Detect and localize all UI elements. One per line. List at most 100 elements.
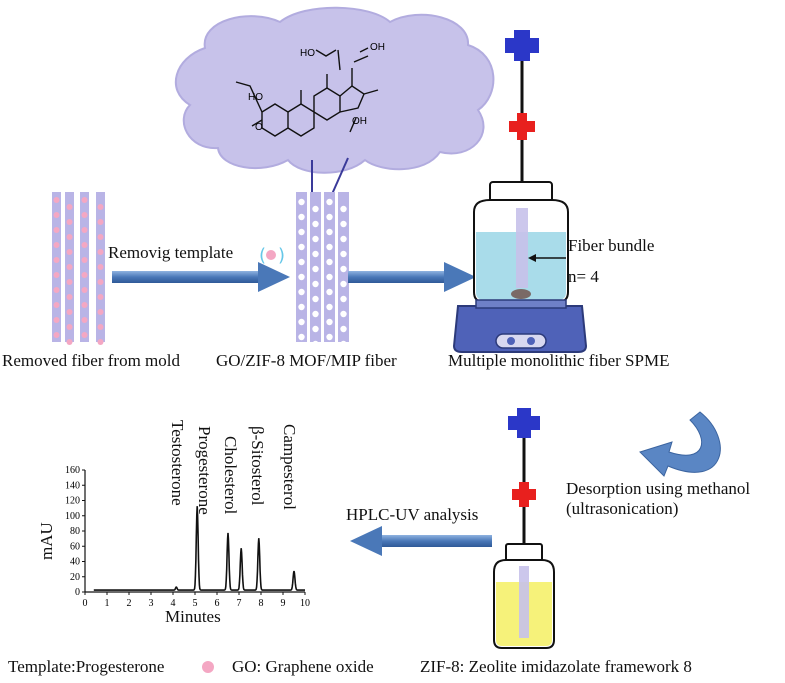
template-dot <box>53 257 60 263</box>
y-tick-label: 140 <box>65 480 80 491</box>
fiber-strand <box>296 192 307 342</box>
x-tick-label: 0 <box>83 598 88 609</box>
label-n-fibers: n= 4 <box>568 267 599 286</box>
cavity-dot <box>312 235 319 243</box>
y-tick-label: 80 <box>70 526 80 537</box>
x-tick-label: 2 <box>127 598 132 609</box>
cavity-dot <box>340 205 347 213</box>
cavity-dot <box>340 235 347 243</box>
x-tick-label: 5 <box>193 598 198 609</box>
x-tick-label: 6 <box>215 598 220 609</box>
label-desorption-1: Desorption using methanol <box>566 479 751 498</box>
template-dot <box>81 242 88 248</box>
label-desorption-2: (ultrasonication) <box>566 499 679 518</box>
y-tick-label: 20 <box>70 572 80 583</box>
fiber-group-with-template <box>52 192 105 345</box>
cavity-dot <box>312 220 319 228</box>
x-tick-label: 10 <box>300 598 310 609</box>
cavity-dot <box>326 213 333 221</box>
template-dot <box>81 287 88 293</box>
cavity-dot <box>326 288 333 296</box>
template-dot <box>97 219 104 225</box>
peak-label: Progesterone <box>195 426 214 515</box>
fiber-strand <box>324 192 335 342</box>
cavity-dot <box>298 273 305 281</box>
legend-go: GO: Graphene oxide <box>232 657 374 676</box>
spme-device <box>452 30 588 353</box>
cavity-dot <box>312 280 319 288</box>
template-dot <box>81 272 88 278</box>
fiber-strand <box>52 192 61 342</box>
fiber-strand <box>80 192 89 342</box>
template-dot <box>97 279 104 285</box>
molecule-group-oh-2: OH <box>352 116 367 127</box>
legend-template-dot-icon <box>202 661 214 673</box>
template-dot <box>66 249 73 255</box>
template-dot <box>66 234 73 240</box>
cavity-dot <box>326 318 333 326</box>
template-dot <box>97 234 104 240</box>
template-dot <box>66 279 73 285</box>
molecule-structure <box>235 47 379 137</box>
x-tick-label: 7 <box>237 598 242 609</box>
template-dot <box>97 324 104 330</box>
svg-text:(: ( <box>259 245 266 266</box>
molecule-group-oh-1: OH <box>370 42 385 53</box>
chart-xlabel: Minutes <box>165 607 221 626</box>
cavity-dot <box>326 258 333 266</box>
cavity-dot <box>326 333 333 341</box>
x-tick-label: 4 <box>171 598 176 609</box>
label-fiber-bundle: Fiber bundle <box>568 236 655 255</box>
y-tick-label: 0 <box>75 587 80 598</box>
molecule-group-ho-2: HO <box>248 92 263 103</box>
label-mof-fiber: GO/ZIF-8 MOF/MIP fiber <box>216 351 397 370</box>
cavity-dot <box>298 318 305 326</box>
cavity-dot <box>312 250 319 258</box>
cavity-dot <box>298 303 305 311</box>
x-tick-label: 9 <box>281 598 286 609</box>
template-dot-icon: ( ) <box>259 245 285 266</box>
cavity-dot <box>312 325 319 333</box>
cavity-dot <box>298 198 305 206</box>
arrow-hplc <box>350 526 492 556</box>
y-tick-label: 100 <box>65 511 80 522</box>
molecule-group-ho-1: HO <box>300 48 315 59</box>
template-dot <box>53 272 60 278</box>
cavity-dot <box>326 273 333 281</box>
template-dot <box>66 294 73 300</box>
template-dot <box>53 242 60 248</box>
template-dot <box>53 227 60 233</box>
template-dot <box>66 264 73 270</box>
y-tick-label: 120 <box>65 496 80 507</box>
cavity-dot <box>340 265 347 273</box>
desorption-device <box>493 408 555 649</box>
cavity-dot <box>312 295 319 303</box>
peak-label: Cholesterol <box>221 436 240 515</box>
x-tick-label: 1 <box>105 598 110 609</box>
arrow-to-spme <box>348 262 476 292</box>
template-dot <box>97 339 104 345</box>
cavity-dot <box>298 288 305 296</box>
label-spme: Multiple monolithic fiber SPME <box>448 351 670 370</box>
template-dot <box>66 324 73 330</box>
template-dot <box>81 227 88 233</box>
template-dot <box>97 309 104 315</box>
peak-label: Testosterone <box>168 420 187 506</box>
template-dot <box>97 264 104 270</box>
cavity-dot <box>298 333 305 341</box>
peak-label: β-Sitosterol <box>248 426 267 506</box>
cavity-dot <box>312 310 319 318</box>
legend-zif: ZIF-8: Zeolite imidazolate framework 8 <box>420 657 692 676</box>
label-removing-template: Removig template <box>108 243 234 262</box>
molecule-cloud: HO HO OH O OH <box>174 6 495 174</box>
template-dot <box>53 317 60 323</box>
cavity-dot <box>312 205 319 213</box>
cavity-dot <box>340 340 347 348</box>
template-dot <box>53 287 60 293</box>
template-dot <box>53 332 60 338</box>
chart-ylabel: mAU <box>37 522 56 560</box>
curved-arrow-icon <box>639 411 721 477</box>
y-tick-label: 160 <box>65 465 80 476</box>
cavity-dot <box>340 220 347 228</box>
